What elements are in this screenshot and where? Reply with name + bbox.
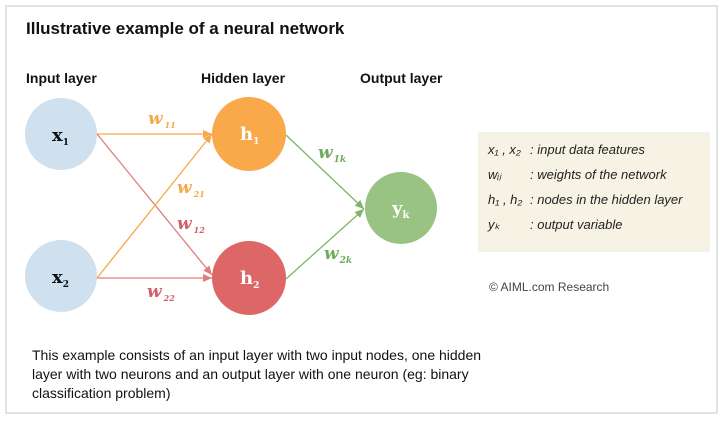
weight-w21-sub: 21 <box>193 189 205 199</box>
node-x1-label: x <box>52 125 63 146</box>
node-yk <box>365 172 437 244</box>
svg-text:w11: w11 <box>148 109 176 130</box>
weight-w12-sub: 12 <box>194 225 206 235</box>
node-yk-sub: k <box>402 210 410 221</box>
weight-w11-sub: 11 <box>165 120 176 130</box>
edge-x2-h1 <box>96 133 213 279</box>
node-x2-sub: 2 <box>63 280 69 290</box>
svg-text:x1: x1 <box>52 125 69 148</box>
weight-w22-sub: 22 <box>163 293 176 303</box>
svg-text:w1k: w1k <box>318 143 346 165</box>
svg-text:w2k: w2k <box>324 244 352 266</box>
edge-h1-yk <box>285 134 365 210</box>
svg-text:yk: yk <box>391 198 410 221</box>
legend-symbol: h₁ , h₂ <box>488 192 523 207</box>
legend-box: x₁ , x₂ : input data features wᵢⱼ : weight… <box>478 132 710 252</box>
input-layer-label: Input layer <box>26 70 97 86</box>
weight-w22-label: w <box>147 282 163 302</box>
diagram-title: Illustrative example of a neural network <box>26 19 345 38</box>
weight-w12-label: w <box>177 214 193 234</box>
node-x1 <box>25 98 97 170</box>
edge-x1-h2 <box>96 133 213 276</box>
node-x2-label: x <box>52 267 63 288</box>
svg-text:h2: h2 <box>240 268 259 291</box>
caption-text: This example consists of an input layer … <box>32 347 482 401</box>
node-yk-label: y <box>391 198 403 219</box>
legend-description: : nodes in the hidden layer <box>530 192 683 207</box>
svg-text:h1: h1 <box>240 124 259 147</box>
svg-text:x2: x2 <box>52 267 69 290</box>
svg-text:w21: w21 <box>177 178 205 199</box>
output-layer-label: Output layer <box>360 70 443 86</box>
legend-row-hidden: h₁ , h₂ : nodes in the hidden layer <box>488 192 683 207</box>
weight-w1k-label: w <box>318 143 334 163</box>
node-h1-sub: 1 <box>253 137 259 147</box>
weight-w2k-sub: 2k <box>339 256 353 266</box>
weight-w11-label: w <box>148 109 164 129</box>
edge-h2-yk <box>285 208 365 280</box>
copyright-text: © AIML.com Research <box>489 280 610 294</box>
legend-row-weights: wᵢⱼ : weights of the network <box>488 167 667 183</box>
legend-row-output: yₖ : output variable <box>488 217 623 233</box>
svg-text:w22: w22 <box>147 282 175 303</box>
node-x2 <box>25 240 97 312</box>
legend-description: : output variable <box>530 217 623 232</box>
legend-row-inputs: x₁ , x₂ : input data features <box>488 142 645 157</box>
node-h2-label: h <box>240 268 253 289</box>
legend-symbol: yₖ <box>488 217 501 232</box>
legend-description: : weights of the network <box>530 167 667 182</box>
weight-w21-label: w <box>177 178 193 198</box>
legend-description: : input data features <box>530 142 645 157</box>
node-h1 <box>212 97 286 171</box>
node-h1-label: h <box>240 124 253 145</box>
legend-symbol: x₁ , x₂ <box>488 142 521 157</box>
node-h2-sub: 2 <box>253 281 259 291</box>
weight-w2k-label: w <box>324 244 340 264</box>
node-x1-sub: 1 <box>63 138 69 148</box>
node-h2 <box>212 241 286 315</box>
hidden-layer-label: Hidden layer <box>201 70 286 86</box>
legend-symbol: wᵢⱼ <box>488 167 502 182</box>
weight-w1k-sub: 1k <box>334 155 347 165</box>
svg-text:w12: w12 <box>177 214 205 235</box>
